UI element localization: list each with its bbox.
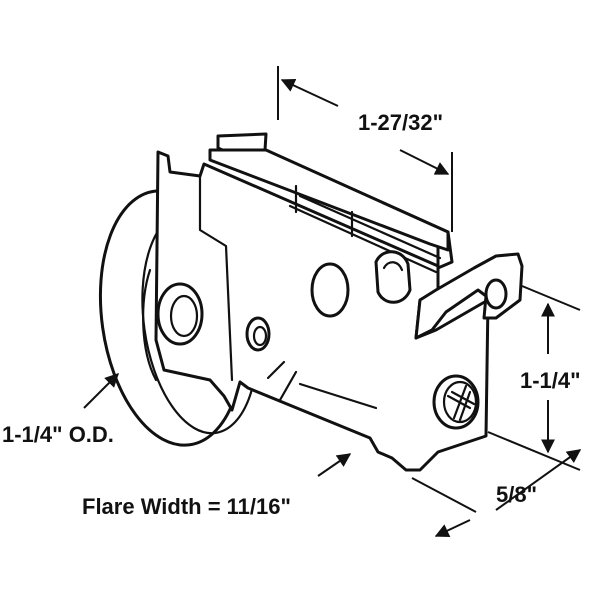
dimension-width bbox=[411, 449, 582, 537]
mounting-hole-small bbox=[245, 316, 271, 352]
dimension-length bbox=[277, 66, 453, 232]
flare-width-label: Flare Width = 11/16" bbox=[82, 494, 291, 519]
dimension-width-label: 5/8" bbox=[496, 482, 538, 507]
inner-roller bbox=[374, 250, 412, 304]
flare-width-arrow bbox=[317, 453, 352, 477]
dimension-height bbox=[487, 285, 581, 471]
wheel-od-label: 1-1/4" O.D. bbox=[2, 422, 114, 447]
mounting-hole-upper bbox=[310, 262, 350, 318]
housing-back-plate bbox=[208, 132, 454, 270]
mounting-tab bbox=[414, 252, 524, 340]
dimension-length-label: 1-27/32" bbox=[358, 110, 444, 135]
axle-hole bbox=[156, 282, 204, 346]
adjustment-screw bbox=[432, 374, 480, 430]
dimension-height-label: 1-1/4" bbox=[520, 368, 581, 393]
wheel-od-arrow bbox=[83, 373, 119, 409]
